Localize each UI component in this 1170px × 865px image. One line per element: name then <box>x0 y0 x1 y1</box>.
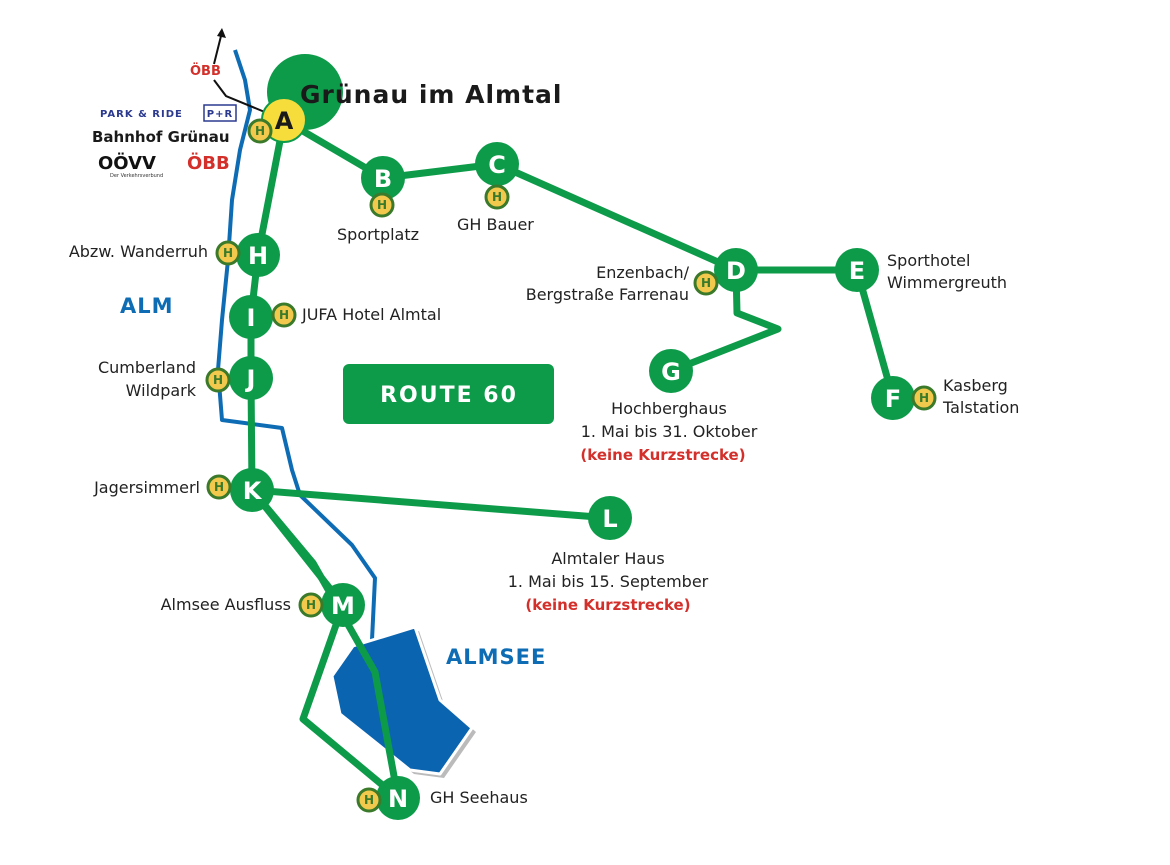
stop-l-note: (keine Kurzstrecke) <box>525 596 690 614</box>
svg-text:I: I <box>247 304 256 332</box>
svg-text:H: H <box>306 598 316 612</box>
svg-text:H: H <box>701 276 711 290</box>
stop-g[interactable]: G <box>649 349 693 393</box>
svg-text:H: H <box>919 391 929 405</box>
svg-text:N: N <box>388 785 408 813</box>
svg-text:H: H <box>364 793 374 807</box>
stop-b-name: Sportplatz <box>337 225 419 244</box>
route-60-box: ROUTE 60 <box>343 364 554 424</box>
oovv-logo: OÖVV <box>98 152 156 174</box>
stop-l[interactable]: L <box>588 496 632 540</box>
obb-top-logo: ÖBB <box>190 63 221 79</box>
svg-text:K: K <box>243 477 263 505</box>
h-badge-m: H <box>298 592 324 618</box>
stop-c[interactable]: C <box>475 142 519 186</box>
h-badge-j: H <box>205 367 231 393</box>
stop-k-name: Jagersimmerl <box>93 478 200 497</box>
svg-text:J: J <box>245 365 256 393</box>
svg-text:P+R: P+R <box>207 109 233 120</box>
h-badge-a: H <box>247 118 273 144</box>
svg-text:D: D <box>726 257 746 285</box>
pr-badge: P+R <box>203 104 237 122</box>
stop-m-name: Almsee Ausfluss <box>161 595 291 614</box>
svg-text:C: C <box>488 151 506 179</box>
stop-f[interactable]: F <box>871 376 915 420</box>
stop-f-name-1: Kasberg <box>943 376 1008 395</box>
svg-text:M: M <box>331 592 355 620</box>
h-badge-c: H <box>484 184 510 210</box>
stop-h-name: Abzw. Wanderruh <box>69 242 208 261</box>
stop-l-name-1: Almtaler Haus <box>551 549 664 568</box>
svg-text:ROUTE 60: ROUTE 60 <box>380 383 518 408</box>
stop-m[interactable]: M <box>321 583 365 627</box>
stop-g-name-1: Hochberghaus <box>611 399 727 418</box>
h-badge-k: H <box>206 474 232 500</box>
svg-text:H: H <box>213 373 223 387</box>
stop-g-note: (keine Kurzstrecke) <box>580 446 745 464</box>
svg-text:H: H <box>214 480 224 494</box>
stop-j-name-2: Wildpark <box>126 381 197 400</box>
h-badge-f: H <box>911 385 937 411</box>
svg-text:E: E <box>849 257 865 285</box>
stop-e-name-2: Wimmergreuth <box>887 273 1007 292</box>
svg-text:H: H <box>223 246 233 260</box>
obb-logo: ÖBB <box>187 152 230 174</box>
stop-e-name-1: Sporthotel <box>887 251 970 270</box>
stop-a[interactable]: A <box>261 97 307 143</box>
stop-n-name: GH Seehaus <box>430 788 528 807</box>
stop-k[interactable]: K <box>230 468 274 512</box>
svg-text:H: H <box>492 190 502 204</box>
svg-text:A: A <box>275 107 294 135</box>
stop-c-name: GH Bauer <box>457 215 534 234</box>
svg-text:H: H <box>377 198 387 212</box>
svg-text:F: F <box>885 385 901 413</box>
park-ride-label: PARK & RIDE <box>100 109 183 120</box>
h-badge-i: H <box>271 302 297 328</box>
svg-text:H: H <box>248 242 268 270</box>
stop-d-name-2: Bergstraße Farrenau <box>526 285 689 304</box>
h-badge-n: H <box>356 787 382 813</box>
river-label: ALM <box>120 294 174 318</box>
stop-b[interactable]: B <box>361 156 405 200</box>
station-name: Bahnhof Grünau <box>92 128 230 146</box>
stop-i-name: JUFA Hotel Almtal <box>301 305 441 324</box>
svg-text:G: G <box>661 358 681 386</box>
lake-label: ALMSEE <box>446 645 546 669</box>
stop-h[interactable]: H <box>236 233 280 277</box>
stop-d-name-1: Enzenbach/ <box>596 263 690 282</box>
svg-text:B: B <box>374 165 392 193</box>
stop-f-name-2: Talstation <box>942 398 1019 417</box>
svg-text:L: L <box>602 505 617 533</box>
h-badge-h: H <box>215 240 241 266</box>
stop-i[interactable]: I <box>229 295 273 339</box>
h-badge-d: H <box>693 270 719 296</box>
town-title: Grünau im Almtal <box>300 80 563 109</box>
stop-n[interactable]: N <box>376 776 420 820</box>
svg-text:H: H <box>255 124 265 138</box>
svg-text:H: H <box>279 308 289 322</box>
stop-l-name-2: 1. Mai bis 15. September <box>508 572 709 591</box>
stop-e[interactable]: E <box>835 248 879 292</box>
stop-j[interactable]: J <box>229 356 273 400</box>
stop-g-name-2: 1. Mai bis 31. Oktober <box>581 422 758 441</box>
oovv-sub: Der Verkehrsverbund <box>110 173 163 179</box>
stop-j-name-1: Cumberland <box>98 358 196 377</box>
h-badge-b: H <box>369 192 395 218</box>
stop-d[interactable]: D <box>714 248 758 292</box>
